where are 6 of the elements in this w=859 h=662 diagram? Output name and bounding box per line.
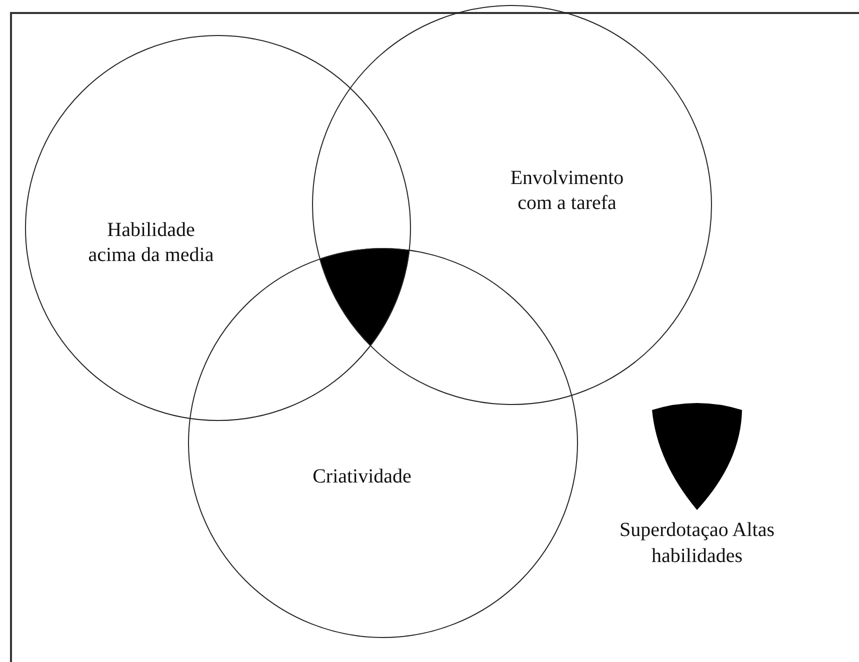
venn-circle [312, 5, 712, 405]
circle-label: Habilidade acima da media [87, 218, 215, 268]
legend-label: Superdotaçao Altas habilidades [618, 518, 776, 569]
circle-label: Criatividade [312, 464, 412, 490]
circle-label: Envolvimento com a tarefa [509, 166, 625, 216]
venn-circle [25, 35, 411, 421]
